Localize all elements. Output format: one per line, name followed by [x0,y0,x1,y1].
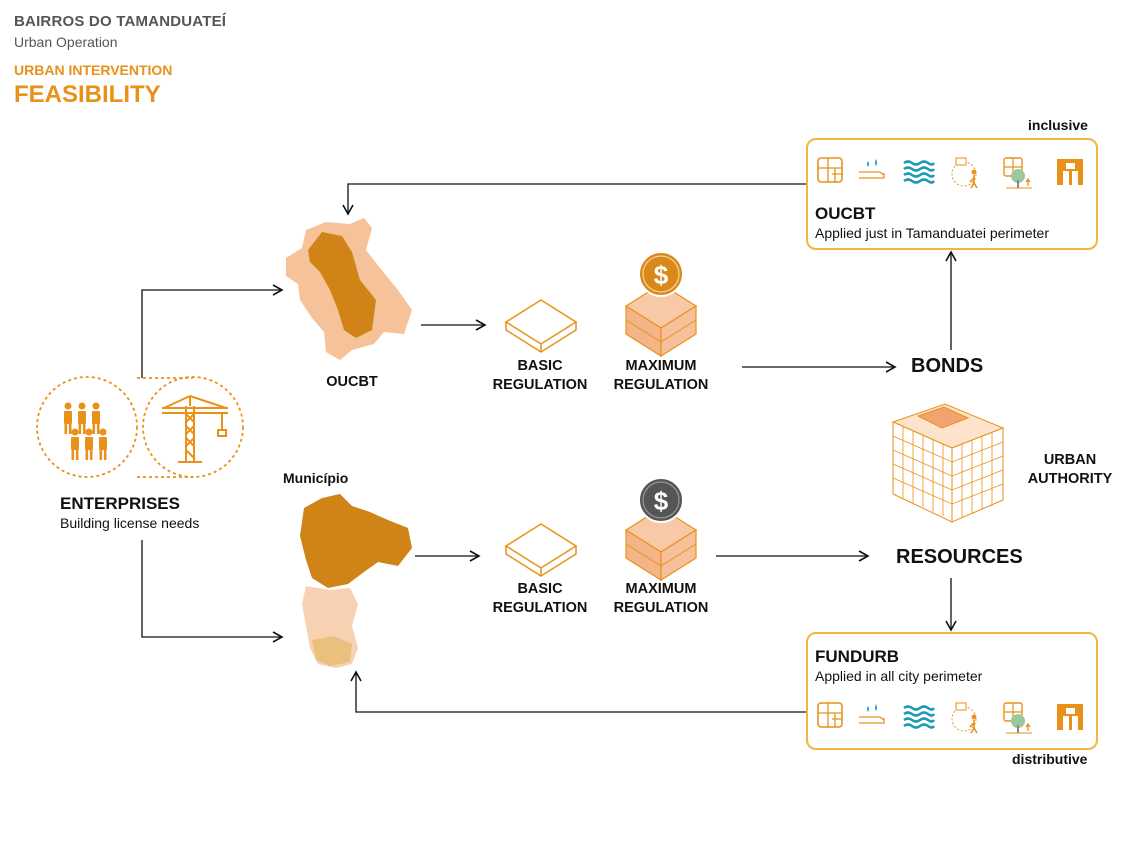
fundurb-box-subtitle: Applied in all city perimeter [815,668,983,684]
section-heading: FEASIBILITY [14,81,161,108]
basic-regulation-block-bottom [504,523,578,577]
bonds-label: BONDS [911,355,984,377]
diagram-subtitle: Urban Operation [14,34,118,50]
municipio-map-label: Município [283,470,349,486]
oucbt-map-label: OUCBT [326,374,378,390]
upper-basic-regulation-label: BASIC REGULATION [492,358,588,393]
dollar-coin-icon-bottom: $ [638,477,684,523]
maximum-regulation-block-bottom [624,507,698,582]
resources-label: RESOURCES [896,546,1023,568]
oucbt-box-subtitle: Applied just in Tamanduatei perimeter [815,225,1049,241]
urban-authority-label: URBAN AUTHORITY [1027,452,1113,487]
oucbt-application-box: OUCBT Applied just in Tamanduatei perime… [806,138,1098,250]
maximum-regulation-block-top [624,283,698,358]
upper-maximum-regulation-label: MAXIMUM REGULATION [613,358,709,393]
arrow-enterprises-to-municipio [141,540,284,643]
enterprises-subtitle: Building license needs [60,515,200,531]
svg-text:$: $ [654,260,669,290]
basic-regulation-block-top [504,299,578,353]
people-icon [36,376,138,478]
urban-authority-building-icon [891,403,1005,523]
arrow-enterprises-to-oucbt [141,284,284,378]
fundurb-box-title: FUNDURB [815,647,900,666]
municipio-map-icon [300,494,412,668]
dollar-coin-icon-top: $ [638,251,684,297]
oucbt-map-icon [286,218,412,360]
arrow-oucbt-box-to-map [342,183,806,216]
svg-text:$: $ [654,486,669,516]
lower-maximum-regulation-label: MAXIMUM REGULATION [613,581,709,616]
fundurb-application-box: FUNDURB Applied in all city perimeter [806,632,1098,750]
arrow-fundurb-box-to-map [350,670,806,713]
crane-icon [137,376,244,478]
inclusive-tag: inclusive [1028,117,1088,133]
oucbt-box-title: OUCBT [815,204,876,223]
lower-basic-regulation-label: BASIC REGULATION [492,581,588,616]
enterprises-title: ENTERPRISES [60,494,180,513]
distributive-tag: distributive [1012,751,1088,767]
diagram-title: BAIRROS DO TAMANDUATEÍ [14,13,227,30]
section-label: URBAN INTERVENTION [14,62,173,78]
